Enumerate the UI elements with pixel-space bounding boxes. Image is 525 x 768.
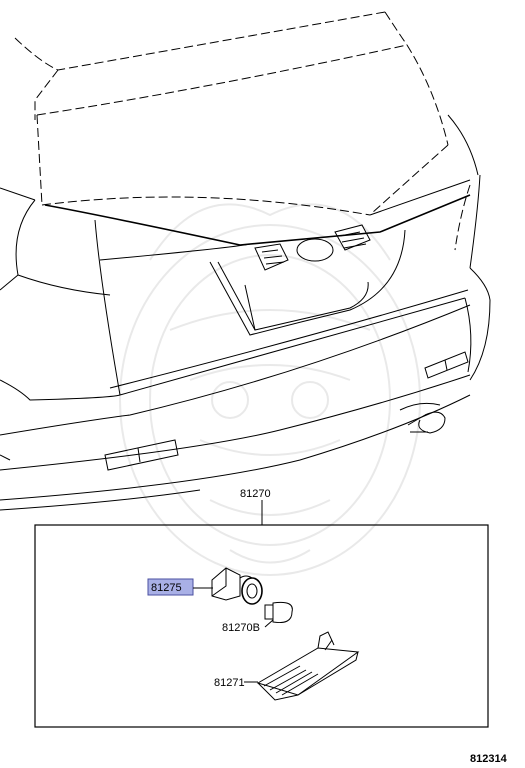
car-rear-outline-icon — [0, 11, 491, 511]
license-lamp-icon — [254, 224, 371, 271]
socket-icon — [211, 567, 263, 605]
assembly-part-label: 81270 — [240, 488, 271, 500]
housing-part-label[interactable]: 81271 — [214, 677, 245, 689]
bulb-leader-line — [264, 619, 274, 628]
lamp-housing-icon — [256, 631, 360, 701]
bulb-icon — [264, 601, 293, 623]
watermark-logo — [119, 203, 421, 576]
detail-frame — [34, 524, 489, 728]
figure-number: 812314 — [470, 753, 508, 765]
highlight-box — [147, 578, 194, 596]
socket-part-label[interactable]: 81275 — [151, 582, 182, 594]
bulb-part-label[interactable]: 81270B — [222, 622, 260, 634]
